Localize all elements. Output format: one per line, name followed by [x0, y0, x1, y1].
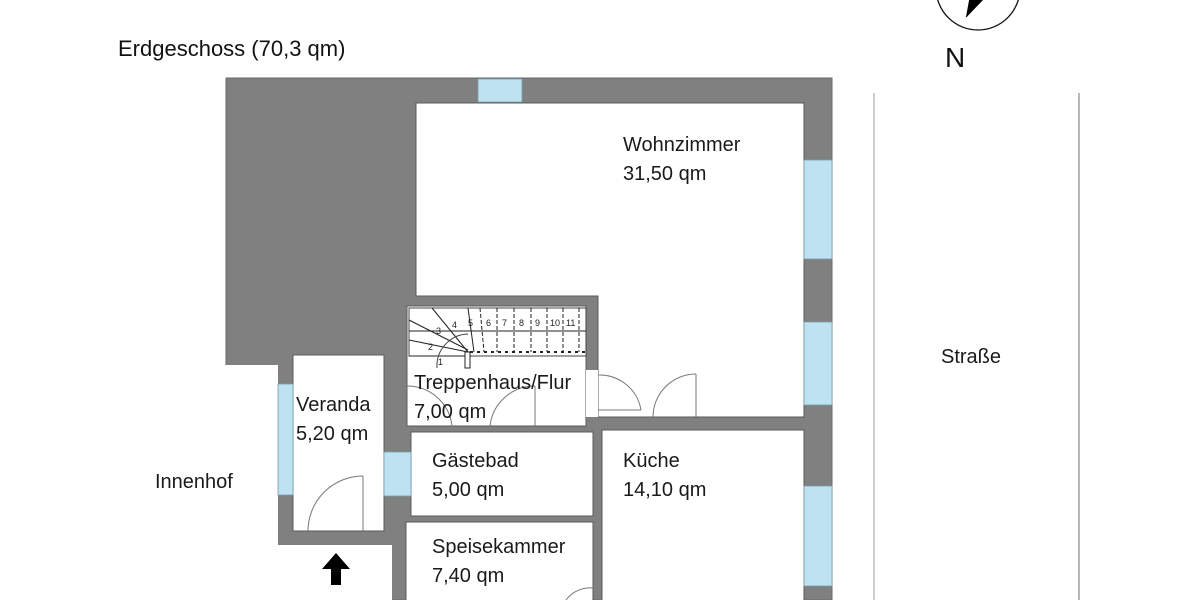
rooms — [292, 102, 805, 600]
room-label-kueche: Küche 14,10 qm — [623, 447, 706, 505]
window-right-1 — [803, 159, 833, 260]
windows — [277, 78, 833, 587]
room-area: 31,50 qm — [623, 163, 707, 185]
step-2: 2 — [428, 342, 433, 352]
exterior-areas — [220, 365, 392, 600]
room-name: Wohnzimmer — [623, 134, 741, 156]
room-area: 7,00 qm — [414, 401, 487, 423]
step-4: 4 — [452, 320, 457, 330]
room-gaestebad — [410, 431, 594, 517]
step-10: 10 — [550, 318, 560, 328]
window-right-3 — [803, 485, 833, 587]
room-area: 5,20 qm — [296, 423, 369, 445]
doors — [307, 373, 697, 600]
room-name: Veranda — [296, 394, 371, 416]
label-strasse: Straße — [941, 346, 1002, 368]
room-name: Küche — [623, 450, 680, 472]
room-area: 7,40 qm — [432, 565, 505, 587]
room-label-speisekammer: Speisekammer 7,40 qm — [432, 533, 565, 591]
step-5: 5 — [468, 318, 473, 328]
window-veranda-right — [383, 451, 412, 497]
label-innenhof: Innenhof — [155, 471, 233, 493]
entrance-arrow-icon — [322, 553, 350, 585]
compass-north-arrow-icon — [937, 0, 1019, 31]
street-boundaries — [873, 93, 1080, 600]
room-label-gaestebad: Gästebad 5,00 qm — [432, 447, 519, 505]
floor-title: Erdgeschoss (70,3 qm) — [118, 36, 346, 61]
room-label-wohnzimmer: Wohnzimmer 31,50 qm — [623, 131, 740, 189]
room-label-treppenhaus: Treppenhaus/Flur 7,00 qm — [414, 369, 571, 427]
step-6: 6 — [486, 318, 491, 328]
room-kueche — [601, 429, 805, 600]
window-top — [477, 78, 523, 103]
step-7: 7 — [502, 318, 507, 328]
room-label-veranda: Veranda 5,20 qm — [296, 391, 371, 449]
room-area: 5,00 qm — [432, 479, 505, 501]
step-3: 3 — [436, 326, 441, 336]
step-8: 8 — [519, 318, 524, 328]
step-11: 11 — [566, 318, 575, 328]
room-name: Gästebad — [432, 450, 519, 472]
room-speisekammer — [405, 521, 594, 600]
room-name: Speisekammer — [432, 536, 566, 558]
window-veranda-left — [277, 383, 294, 496]
step-9: 9 — [535, 318, 540, 328]
step-1: 1 — [438, 357, 443, 367]
room-area: 14,10 qm — [623, 479, 707, 501]
room-name: Treppenhaus/Flur — [414, 372, 572, 394]
compass-north-label: N — [945, 42, 966, 73]
window-right-2 — [803, 321, 833, 406]
staircase: 1 2 3 4 5 6 7 8 9 10 11 — [408, 307, 587, 369]
room-veranda — [292, 354, 385, 532]
